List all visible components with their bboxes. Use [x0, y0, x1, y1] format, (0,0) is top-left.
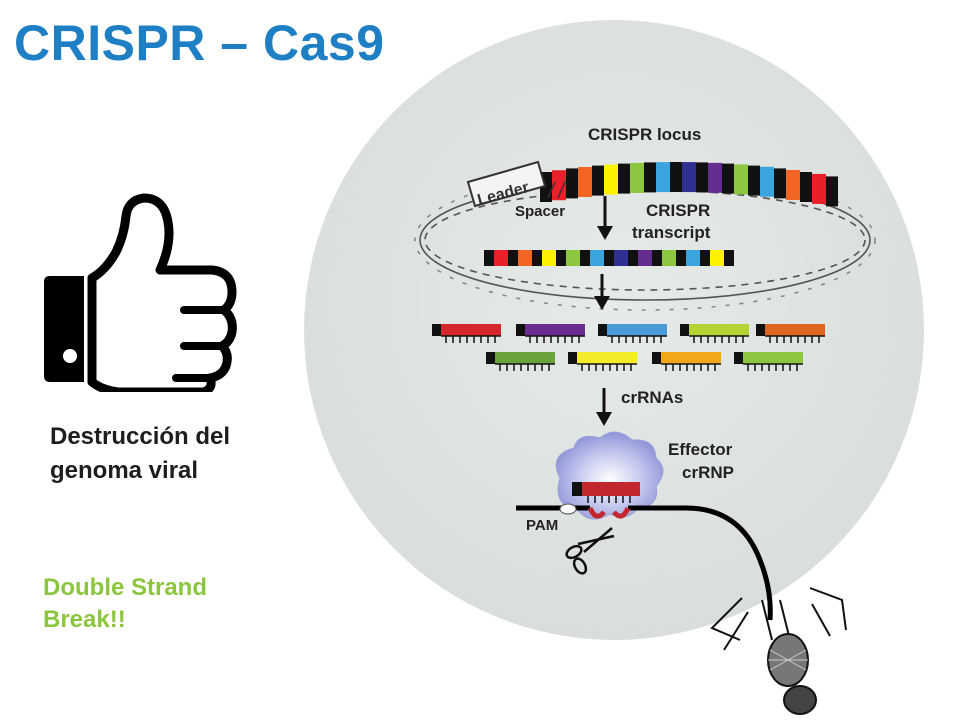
locus-segment	[812, 173, 826, 204]
locus-segment	[682, 162, 696, 193]
locus-segment	[786, 169, 800, 200]
transcript-segment	[686, 250, 700, 266]
locus-segment	[826, 176, 838, 207]
pam-label: PAM	[526, 517, 558, 534]
spacer-label: Spacer	[515, 203, 565, 220]
arrow-transcript-to-crrnas	[594, 274, 610, 310]
transcript-segment	[628, 250, 638, 266]
locus-segment	[670, 162, 682, 192]
transcript-segment	[638, 250, 652, 266]
scissors-icon	[565, 527, 615, 575]
locus-segment	[774, 168, 786, 199]
transcript-segment	[662, 250, 676, 266]
phage-icon	[710, 587, 847, 715]
locus-segment	[708, 162, 722, 193]
crrna-pieces	[432, 324, 825, 371]
transcript-segment	[532, 250, 542, 266]
crispr-transcript-band	[484, 250, 734, 266]
locus-segment	[656, 162, 670, 193]
page-title: CRISPR – Cas9	[14, 15, 385, 71]
transcript-segment	[604, 250, 614, 266]
locus-segment	[696, 162, 708, 193]
transcript-segment	[508, 250, 518, 266]
transcript-segment	[590, 250, 604, 266]
transcript-segment	[614, 250, 628, 266]
locus-segment	[552, 170, 566, 201]
thumbs-up-icon	[44, 193, 237, 392]
transcript-segment	[556, 250, 566, 266]
arrow-crrnas-to-effector	[596, 388, 612, 426]
locus-segment	[644, 162, 656, 193]
crrna-piece	[432, 324, 501, 343]
locus-label: CRISPR locus	[588, 125, 701, 144]
crrna-piece	[598, 324, 667, 343]
transcript-segment	[700, 250, 710, 266]
locus-segment	[734, 164, 748, 195]
crrna-piece	[568, 352, 637, 371]
locus-segment	[760, 166, 774, 197]
locus-segment	[618, 163, 630, 194]
locus-segment	[604, 164, 618, 195]
transcript-segment	[484, 250, 494, 266]
effector-label-line1: Effector	[668, 440, 733, 459]
locus-segment	[566, 168, 578, 199]
transcript-segment	[566, 250, 580, 266]
locus-segment	[630, 162, 644, 193]
pam-site	[559, 503, 577, 515]
locus-segment	[592, 165, 604, 196]
locus-segment	[748, 165, 760, 196]
locus-segment	[578, 167, 592, 198]
transcript-segment	[542, 250, 556, 266]
transcript-segment	[494, 250, 508, 266]
effector-label-line2: crRNP	[682, 463, 734, 482]
locus-segment	[800, 172, 812, 202]
crrnas-label: crRNAs	[621, 388, 683, 407]
crrna-piece	[486, 352, 555, 371]
crrna-piece	[516, 324, 585, 343]
transcript-segment	[724, 250, 734, 266]
transcript-segment	[676, 250, 686, 266]
transcript-label-line1: CRISPR	[646, 201, 710, 220]
target-dna-strand	[516, 505, 773, 621]
transcript-label-line2: transcript	[632, 223, 711, 242]
locus-segment	[722, 163, 734, 194]
transcript-segment	[652, 250, 662, 266]
effector-complex	[555, 431, 664, 520]
transcript-segment	[580, 250, 590, 266]
crrna-piece	[734, 352, 803, 371]
transcript-segment	[710, 250, 724, 266]
crrna-piece	[756, 324, 825, 343]
transcript-segment	[518, 250, 532, 266]
arrow-locus-to-transcript	[597, 196, 613, 240]
crrna-piece	[680, 324, 749, 343]
result-caption: Destrucción del genoma viral	[50, 423, 231, 484]
crrna-piece	[652, 352, 721, 371]
double-strand-break-note: Double Strand Break!!	[43, 574, 208, 633]
